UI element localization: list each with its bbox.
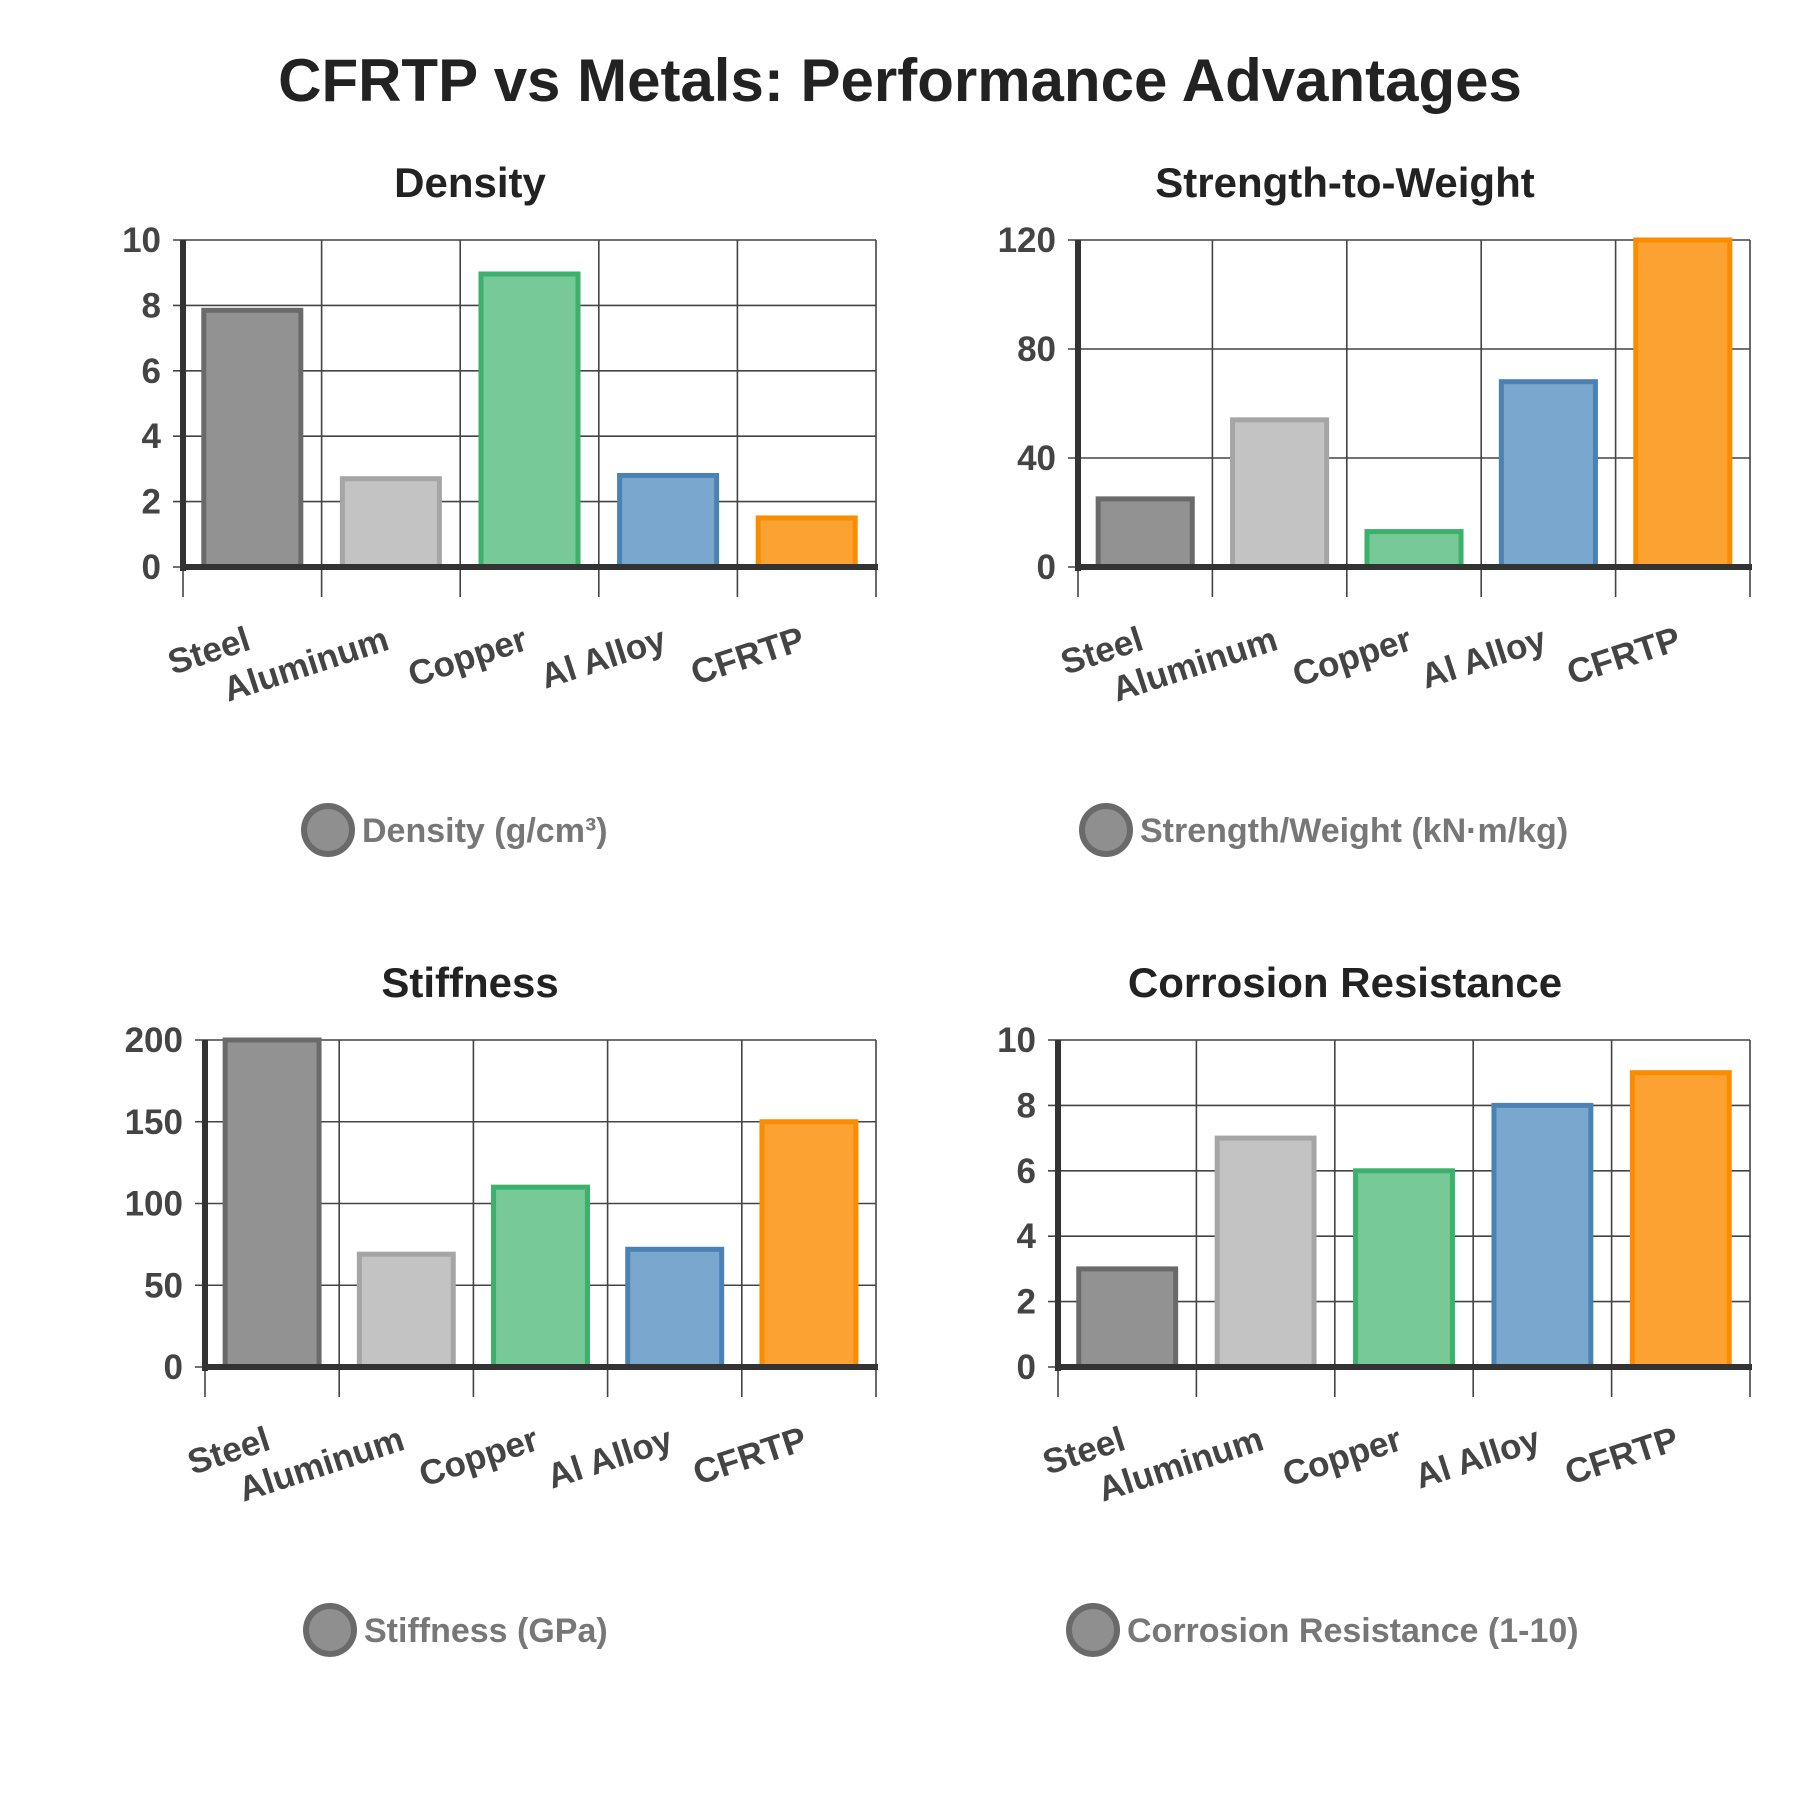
x-tick-label: Copper <box>414 1419 543 1494</box>
bar-aluminum <box>1214 1135 1317 1370</box>
y-tick-label: 0 <box>1037 548 1056 587</box>
page-title: CFRTP vs Metals: Performance Advantages <box>278 47 1522 114</box>
y-tick-label: 4 <box>1017 1217 1037 1256</box>
legend-swatch[interactable] <box>301 803 355 857</box>
y-tick-label: 2 <box>1017 1283 1036 1322</box>
legend-swatch[interactable] <box>1066 1603 1120 1657</box>
legend-label[interactable]: Strength/Weight (kN·m/kg) <box>1140 812 1568 850</box>
y-tick-label: 150 <box>125 1103 183 1142</box>
x-tick-label: Al Alloy <box>536 619 671 696</box>
bar-cfrtp <box>1629 1070 1732 1370</box>
y-tick-label: 0 <box>142 548 161 587</box>
chart-title: Density <box>394 159 546 206</box>
bar-al-alloy <box>625 1246 725 1370</box>
legend-label[interactable]: Density (g/cm³) <box>362 812 608 850</box>
y-tick-label: 200 <box>125 1021 183 1060</box>
y-tick-label: 120 <box>998 221 1056 260</box>
x-tick-label: Copper <box>1288 619 1417 694</box>
y-tick-label: 0 <box>164 1348 183 1387</box>
y-tick-label: 50 <box>144 1266 183 1305</box>
bar-al-alloy <box>1498 379 1598 570</box>
x-tick-label: Copper <box>403 619 532 694</box>
legend-label[interactable]: Corrosion Resistance (1-10) <box>1127 1612 1579 1650</box>
bar-copper <box>1353 1168 1455 1370</box>
x-tick-label: Copper <box>1278 1419 1407 1494</box>
y-tick-label: 6 <box>142 352 161 391</box>
y-tick-label: 8 <box>1017 1086 1036 1125</box>
chart-title: Stiffness <box>381 959 558 1006</box>
y-tick-label: 4 <box>142 417 162 456</box>
bar-cfrtp <box>1633 237 1733 570</box>
bar-copper <box>1364 529 1464 570</box>
bar-steel <box>201 307 304 570</box>
y-tick-label: 2 <box>142 483 161 522</box>
bar-aluminum <box>356 1251 456 1370</box>
y-tick-label: 80 <box>1017 330 1056 369</box>
chart-title: Strength-to-Weight <box>1155 159 1534 206</box>
bar-cfrtp <box>759 1119 859 1370</box>
legend-label[interactable]: Stiffness (GPa) <box>364 1612 608 1650</box>
y-tick-label: 0 <box>1017 1348 1036 1387</box>
legend-swatch[interactable] <box>303 1603 357 1657</box>
bar-steel <box>1095 496 1195 570</box>
y-tick-label: 10 <box>997 1021 1036 1060</box>
y-tick-label: 8 <box>142 286 161 325</box>
bar-aluminum <box>339 476 442 570</box>
x-tick-label: Al Alloy <box>542 1419 677 1496</box>
x-tick-label: Al Alloy <box>1410 1419 1545 1496</box>
bar-al-alloy <box>617 472 720 570</box>
bar-copper <box>491 1184 590 1370</box>
x-tick-label: CFRTP <box>688 1420 811 1493</box>
x-tick-label: CFRTP <box>1560 1420 1683 1493</box>
x-tick-label: CFRTP <box>1562 620 1685 693</box>
bar-copper <box>478 271 581 570</box>
x-tick-label: CFRTP <box>686 620 809 693</box>
legend-swatch[interactable] <box>1079 803 1133 857</box>
bar-steel <box>222 1037 322 1370</box>
y-tick-label: 40 <box>1017 439 1056 478</box>
y-tick-label: 6 <box>1017 1152 1036 1191</box>
chart-title: Corrosion Resistance <box>1128 959 1562 1006</box>
bar-cfrtp <box>755 515 858 570</box>
bar-steel <box>1076 1266 1179 1370</box>
x-tick-label: Al Alloy <box>1416 619 1551 696</box>
bar-aluminum <box>1230 417 1330 570</box>
y-tick-label: 100 <box>125 1185 183 1224</box>
y-tick-label: 10 <box>122 221 161 260</box>
corrosion-resistance-chart: Corrosion Resistance0246810SteelAluminum… <box>997 959 1752 1657</box>
bar-al-alloy <box>1491 1102 1594 1370</box>
